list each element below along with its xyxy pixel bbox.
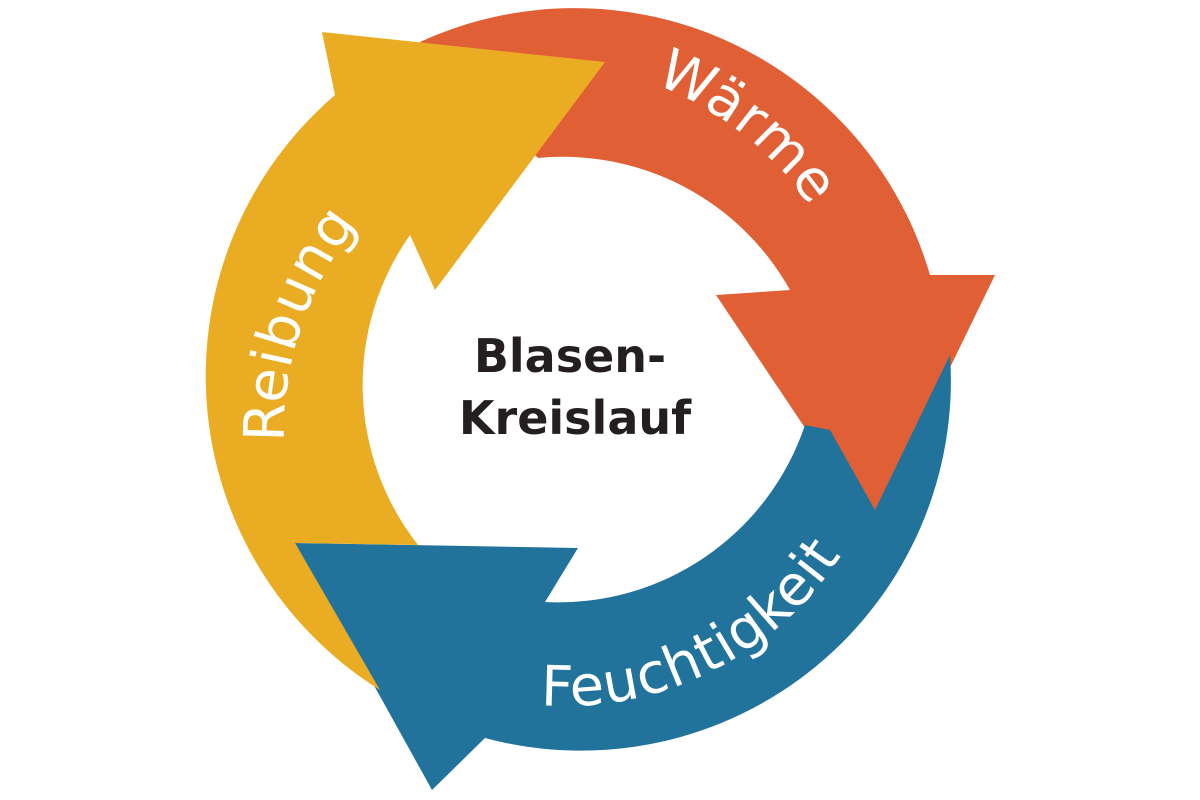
feuchtigkeit-arrow [295, 355, 951, 790]
center-title-line-2: Kreislauf [459, 391, 692, 445]
waerme-arrow [420, 8, 995, 529]
center-title-line-1: Blasen- [474, 329, 666, 383]
reibung-arrow [205, 32, 606, 690]
